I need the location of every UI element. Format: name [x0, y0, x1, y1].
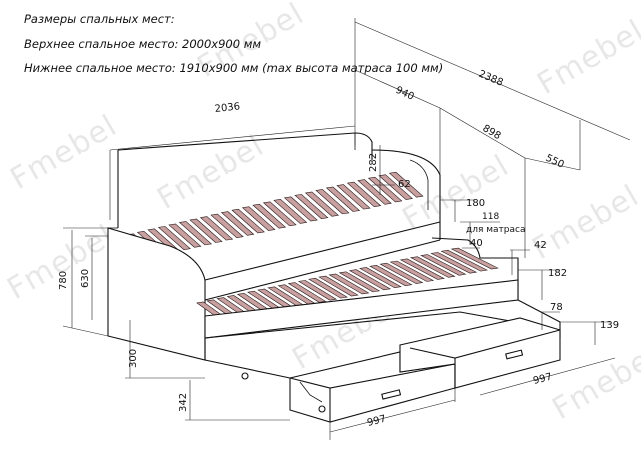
slat — [409, 256, 456, 278]
lower-slats — [196, 247, 499, 322]
dim-front-height: 630 — [80, 269, 91, 288]
dim-trundle-height: 300 — [128, 349, 139, 368]
slat — [273, 198, 308, 224]
slat — [378, 174, 414, 200]
slat — [399, 258, 445, 280]
upper-slats — [126, 171, 424, 258]
watermark-text: Fmebel — [5, 108, 124, 197]
slat — [157, 226, 191, 250]
dim-total-height: 780 — [58, 271, 69, 290]
dim-lower-height: 182 — [548, 268, 567, 279]
slat — [210, 213, 244, 239]
dim-mattress-label: для матраса — [466, 225, 526, 235]
watermark-text: Fmebel — [2, 218, 121, 307]
slat — [315, 189, 350, 215]
dim-bed-length: 2036 — [214, 101, 240, 115]
slat — [336, 184, 371, 210]
header-upper-bed: Верхнее спальное место: 2000х900 мм — [24, 37, 261, 51]
dim-width: 940 — [394, 85, 416, 103]
slat — [388, 171, 424, 198]
trundle-right-end — [431, 237, 519, 300]
slat — [430, 252, 478, 274]
slat — [294, 194, 329, 219]
dim-back-height: 282 — [368, 153, 379, 172]
slat — [367, 176, 403, 203]
dimension-labels: 2036 2388 940 898 550 282 62 180 118 для… — [58, 69, 619, 429]
slat — [308, 277, 348, 299]
slat — [325, 186, 361, 212]
watermark-text: Fmebel — [527, 178, 641, 267]
front-panel-left — [107, 227, 206, 361]
slat — [389, 260, 435, 282]
slat — [241, 206, 276, 231]
dim-trundle-pull: 550 — [544, 153, 566, 171]
dim-drawer-width-right: 997 — [532, 372, 553, 387]
dimension-lines — [62, 18, 631, 440]
dim-side-gap: 42 — [534, 240, 547, 251]
drawer-left-side — [299, 381, 323, 403]
dim-drawer-width-left: 997 — [366, 414, 387, 429]
dim-lower-rail: 40 — [470, 238, 483, 249]
upper-front-rail-top — [204, 221, 441, 281]
slat — [379, 262, 424, 284]
header-lower-bed: Нижнее спальное место: 1910х900 мм (max … — [24, 61, 443, 75]
slat — [420, 254, 467, 276]
slat — [189, 218, 223, 243]
slat — [346, 181, 382, 208]
slat — [359, 267, 402, 289]
slat — [252, 203, 287, 229]
slat — [338, 271, 381, 293]
slat — [262, 201, 297, 227]
header-title: Размеры спальных мест: — [24, 12, 175, 26]
dim-drawer-front: 139 — [600, 320, 619, 331]
drawer-right-handle-icon[interactable] — [505, 349, 524, 360]
watermark-text: Fmebel — [532, 13, 641, 102]
slat — [287, 282, 327, 303]
slat — [168, 223, 202, 248]
upper-bed — [107, 132, 441, 361]
slat — [357, 179, 392, 205]
slat — [369, 264, 413, 286]
slat — [231, 208, 265, 234]
watermark-text: Fmebel — [152, 128, 271, 217]
dim-mattress-value: 118 — [482, 212, 499, 222]
slat — [348, 269, 392, 291]
slat — [199, 216, 234, 241]
wheel-icon — [318, 405, 326, 413]
dim-drawer-drop: 342 — [178, 393, 189, 412]
slat — [283, 196, 318, 222]
lower-bed — [196, 237, 561, 423]
slat — [440, 249, 489, 272]
drawer-left-handle-icon[interactable] — [381, 389, 402, 400]
slat — [220, 211, 255, 236]
slat — [178, 221, 213, 246]
upper-front-rail-bottom — [204, 239, 441, 301]
headboard-inner — [409, 159, 429, 210]
dim-drawer-height-small: 78 — [550, 302, 563, 313]
slat — [328, 273, 370, 295]
lower-box-left — [204, 359, 291, 379]
dim-total-length: 2388 — [477, 69, 505, 89]
dim-upper-slat-depth: 180 — [466, 198, 485, 209]
watermark-text: Fmebel — [547, 338, 641, 427]
slat — [318, 275, 359, 297]
slat — [450, 247, 499, 270]
drawer-right — [399, 317, 561, 389]
wheel-icon — [241, 372, 249, 380]
dim-lower-width: 898 — [481, 123, 503, 142]
slat — [297, 280, 338, 301]
slat — [304, 191, 339, 217]
dim-back-thick: 62 — [398, 179, 411, 190]
